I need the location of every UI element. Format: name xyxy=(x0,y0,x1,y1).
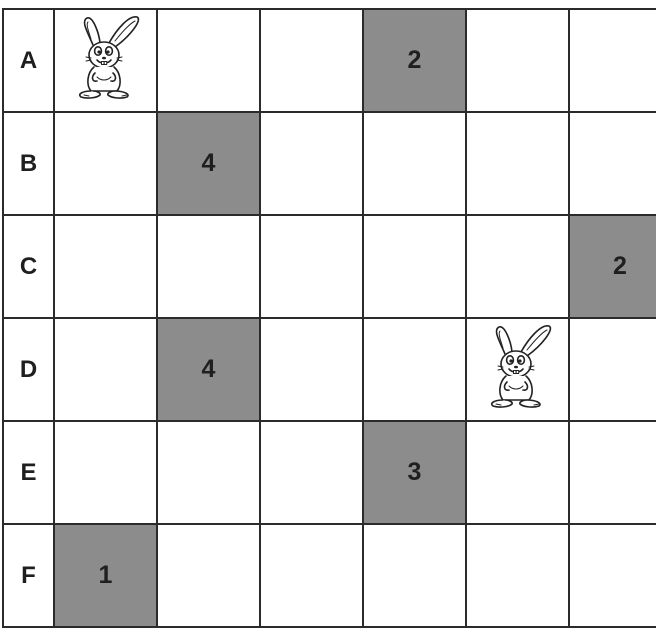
grid-cell[interactable] xyxy=(261,10,364,113)
grid-cell[interactable] xyxy=(570,525,656,628)
grid-cell[interactable] xyxy=(364,216,467,319)
cell-number: 4 xyxy=(202,149,216,178)
grid-cell[interactable] xyxy=(261,319,364,422)
shaded-cell[interactable]: 2 xyxy=(364,10,467,113)
grid-cell[interactable] xyxy=(261,216,364,319)
grid-cell[interactable] xyxy=(261,525,364,628)
grid-cell[interactable] xyxy=(364,319,467,422)
grid-cell[interactable] xyxy=(570,319,656,422)
grid-cell[interactable] xyxy=(55,113,158,216)
cell-number: 2 xyxy=(613,252,627,281)
shaded-cell[interactable]: 3 xyxy=(364,422,467,525)
grid-cell[interactable] xyxy=(467,525,570,628)
grid-cell[interactable] xyxy=(570,422,656,525)
grid-cell[interactable] xyxy=(55,10,158,113)
grid-cell[interactable] xyxy=(570,10,656,113)
grid-cell[interactable] xyxy=(467,422,570,525)
row-label: B xyxy=(4,113,55,216)
shaded-cell[interactable]: 4 xyxy=(158,319,261,422)
grid-cell[interactable] xyxy=(261,113,364,216)
cell-number: 2 xyxy=(408,46,422,75)
grid-cell[interactable] xyxy=(158,10,261,113)
row-label: A xyxy=(4,10,55,113)
grid-cell[interactable] xyxy=(364,525,467,628)
row-label: F xyxy=(4,525,55,628)
grid-cell[interactable] xyxy=(467,319,570,422)
shaded-cell[interactable]: 1 xyxy=(55,525,158,628)
bunny-icon xyxy=(479,320,557,419)
grid-cell[interactable] xyxy=(467,10,570,113)
grid-cell[interactable] xyxy=(364,113,467,216)
grid-cell[interactable] xyxy=(55,216,158,319)
bunny-icon xyxy=(67,11,145,110)
grid-cell[interactable] xyxy=(570,113,656,216)
grid-cell[interactable] xyxy=(467,113,570,216)
cell-number: 4 xyxy=(202,355,216,384)
cell-number: 3 xyxy=(408,458,422,487)
row-label: C xyxy=(4,216,55,319)
grid-cell[interactable] xyxy=(467,216,570,319)
grid-cell[interactable] xyxy=(158,525,261,628)
cell-number: 1 xyxy=(99,561,113,590)
shaded-cell[interactable]: 4 xyxy=(158,113,261,216)
grid-cell[interactable] xyxy=(55,319,158,422)
grid-cell[interactable] xyxy=(158,216,261,319)
row-label: E xyxy=(4,422,55,525)
grid-cell[interactable] xyxy=(55,422,158,525)
shaded-cell[interactable]: 2 xyxy=(570,216,656,319)
row-label: D xyxy=(4,319,55,422)
grid-cell[interactable] xyxy=(261,422,364,525)
grid-cell[interactable] xyxy=(158,422,261,525)
